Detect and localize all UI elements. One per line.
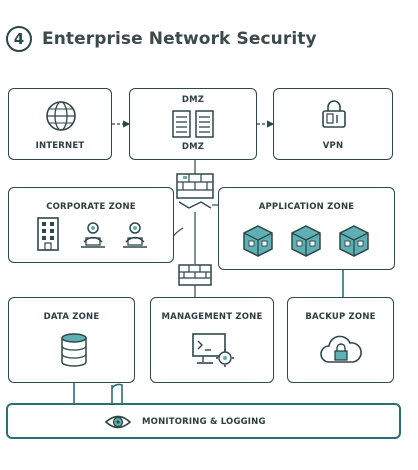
management-zone[interactable]: MANAGEMENT ZONE: [150, 297, 274, 383]
application-zone[interactable]: APPLICATION ZONE: [218, 187, 395, 270]
vpn-label: VPN: [322, 141, 344, 151]
internet-zone[interactable]: INTERNET: [8, 88, 112, 160]
cube-icon: [291, 225, 321, 257]
cube-icon: [339, 225, 369, 257]
backup-label: BACKUP ZONE: [305, 312, 376, 322]
firewall-icon: [176, 173, 214, 209]
vpn-zone[interactable]: VPN: [273, 88, 393, 160]
monitoring-label: MONITORING & LOGGING: [142, 417, 266, 427]
backup-zone[interactable]: BACKUP ZONE: [287, 297, 394, 383]
building-icon: [37, 217, 59, 251]
title-text: Enterprise Network Security: [42, 29, 317, 49]
title-step-number: 4: [6, 26, 32, 52]
management-monitoring-link: [111, 383, 123, 403]
user-workstation-icon: [123, 222, 147, 248]
internet-label: INTERNET: [35, 141, 85, 151]
management-console-icon: [192, 333, 234, 367]
dmz-label: DMZ: [181, 95, 205, 105]
management-label: MANAGEMENT ZONE: [161, 312, 263, 322]
corporate-label: CORPORATE ZONE: [46, 202, 136, 212]
cube-icon: [243, 225, 273, 257]
eye-icon: [104, 415, 132, 429]
corporate-zone[interactable]: CORPORATE ZONE: [8, 187, 174, 263]
firewall-icon: [178, 264, 212, 286]
cloud-lock-icon: [320, 335, 362, 363]
lock-icon: [322, 100, 346, 128]
data-zone[interactable]: DATA ZONE: [8, 297, 135, 383]
diagram-title: 4 Enterprise Network Security: [6, 26, 317, 52]
dmz-sub-label: DMZ: [181, 142, 205, 152]
monitoring-logging-bar[interactable]: MONITORING & LOGGING: [6, 403, 401, 439]
dmz-zone[interactable]: DMZ DMZ: [129, 88, 257, 160]
user-workstation-icon: [81, 222, 105, 248]
server-icon: [172, 110, 214, 138]
application-label: APPLICATION ZONE: [258, 202, 355, 212]
globe-icon: [46, 101, 76, 131]
data-label: DATA ZONE: [43, 312, 100, 322]
database-icon: [61, 333, 87, 367]
